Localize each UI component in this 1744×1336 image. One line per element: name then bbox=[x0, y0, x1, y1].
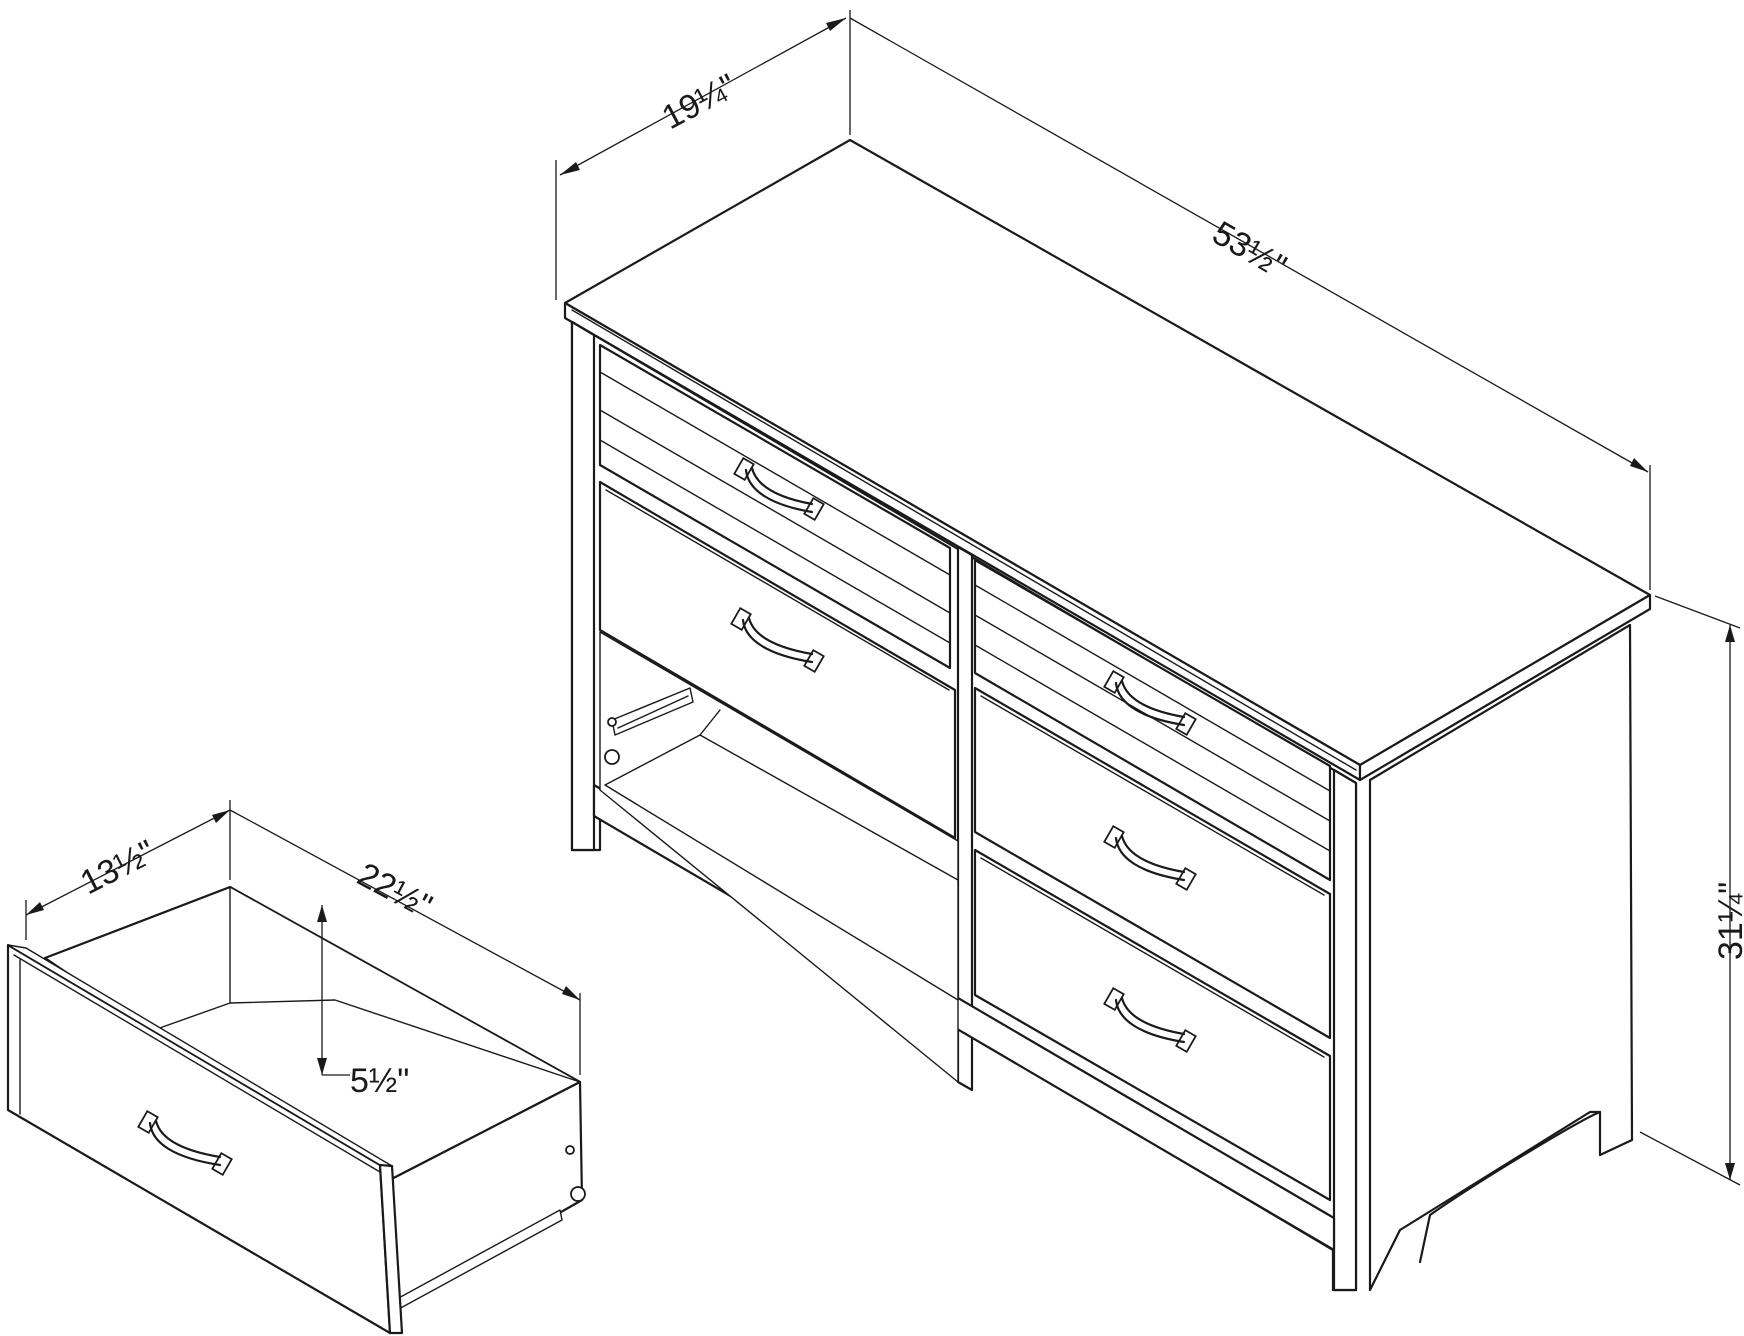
drawer-slide bbox=[604, 687, 694, 765]
dresser-right-leg bbox=[1332, 768, 1358, 1292]
drawer-top-right bbox=[973, 558, 1332, 882]
dresser-depth-label: 19¼" bbox=[656, 67, 743, 137]
dimension-lines bbox=[25, 10, 1741, 1186]
drawer-depth-label: 13½" bbox=[74, 833, 161, 902]
dresser-top-side-edge bbox=[1358, 593, 1652, 782]
drawer-second-left bbox=[598, 480, 957, 840]
removed-drawer bbox=[6, 885, 586, 1335]
handle-icon bbox=[1103, 824, 1197, 892]
drawer-top-left bbox=[598, 343, 952, 670]
handle-icon bbox=[730, 606, 825, 674]
drawer-height-label: 5½" bbox=[350, 1062, 409, 1100]
dresser bbox=[563, 138, 1652, 1292]
drawer-bottom-right bbox=[973, 848, 1332, 1202]
dresser-left-leg bbox=[570, 320, 596, 852]
handle-icon bbox=[1103, 986, 1197, 1054]
handle-icon bbox=[733, 456, 825, 522]
dresser-height-label: 31¼" bbox=[1712, 882, 1744, 960]
drawer-width-label: 22½" bbox=[351, 856, 438, 926]
handle-icon bbox=[1103, 669, 1197, 737]
handle-icon bbox=[137, 1109, 233, 1177]
drawer-second-right bbox=[973, 686, 1332, 1040]
dresser-width-label: 53½" bbox=[1206, 214, 1293, 286]
